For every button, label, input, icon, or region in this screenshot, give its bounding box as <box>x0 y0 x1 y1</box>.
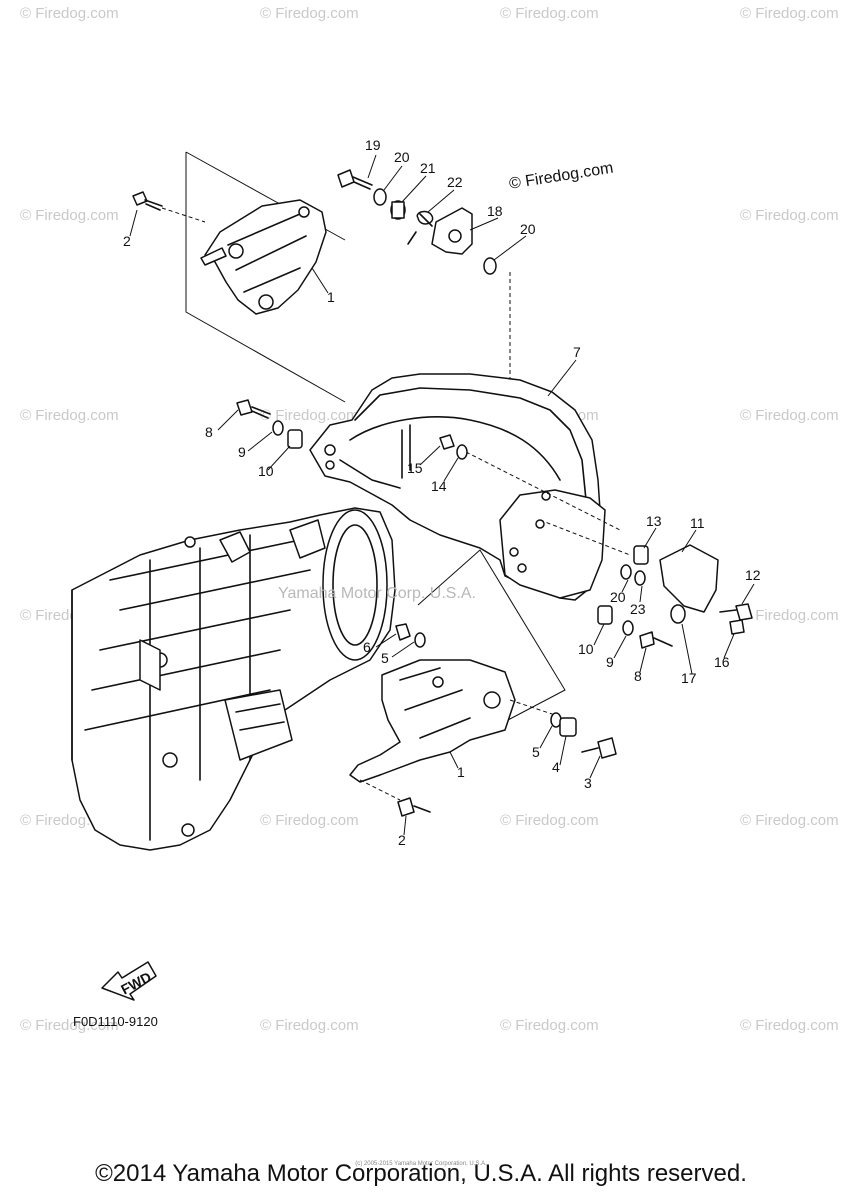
upper-mount-bracket <box>185 151 346 403</box>
lower-mount-bracket <box>349 549 566 801</box>
watermark: © Firedog.com <box>260 5 359 22</box>
watermark: © Firedog.com <box>500 1017 599 1034</box>
callout-12: 12 <box>745 567 761 583</box>
watermark: © Firedog.com <box>740 5 839 22</box>
watermark: © Firedog.com <box>20 207 119 224</box>
watermark: © Firedog.com <box>260 812 359 829</box>
watermark: © Firedog.com <box>740 207 839 224</box>
callout-20: 20 <box>610 589 626 605</box>
callout-5: 5 <box>532 744 540 760</box>
callout-4: 4 <box>552 759 560 775</box>
watermark: © Firedog.com <box>740 407 839 424</box>
watermark: © Firedog.com <box>20 5 119 22</box>
right-side-hardware <box>236 399 753 817</box>
callout-9: 9 <box>238 444 246 460</box>
top-fastener-stack <box>337 169 511 510</box>
callout-15: 15 <box>407 460 423 476</box>
callout-6: 6 <box>363 639 371 655</box>
callout-10: 10 <box>258 463 274 479</box>
callout-numbers: 1 1 2 2 3 4 5 5 6 7 8 8 9 9 10 10 11 12 … <box>123 137 761 848</box>
jet-pump-housing <box>71 507 396 851</box>
bolt-upper <box>132 191 206 223</box>
copyright-notice: ©2014 Yamaha Motor Corporation, U.S.A. A… <box>95 1160 747 1187</box>
watermark: © Firedog.com <box>260 1017 359 1034</box>
callout-10: 10 <box>578 641 594 657</box>
callout-20: 20 <box>394 149 410 165</box>
callout-16: 16 <box>714 654 730 670</box>
callout-5: 5 <box>381 650 389 666</box>
callout-23: 23 <box>630 601 646 617</box>
callout-7: 7 <box>573 344 581 360</box>
diagram-code: F0D1110-9120 <box>73 1014 158 1029</box>
callout-11: 11 <box>690 515 705 531</box>
watermark: © Firedog.com <box>500 812 599 829</box>
callout-8: 8 <box>634 668 642 684</box>
callout-8: 8 <box>205 424 213 440</box>
tiny-credit: (c) 2005-2015 Yamaha Motor Corporation, … <box>355 1161 487 1167</box>
steering-frame <box>309 373 631 601</box>
watermark: © Firedog.com <box>740 607 839 624</box>
watermark: © Firedog.com <box>740 812 839 829</box>
callout-14: 14 <box>431 478 447 494</box>
callout-3: 3 <box>584 775 592 791</box>
callout-20: 20 <box>520 221 536 237</box>
callout-2: 2 <box>398 832 406 848</box>
callout-1: 1 <box>327 289 335 305</box>
callout-9: 9 <box>606 654 614 670</box>
callout-22: 22 <box>447 174 463 190</box>
callout-1: 1 <box>457 764 465 780</box>
leader-lines <box>129 154 755 836</box>
watermark: © Firedog.com <box>740 1017 839 1034</box>
watermark: © Firedog.com <box>500 5 599 22</box>
center-watermark: Yamaha Motor Corp. U.S.A. <box>278 585 476 602</box>
callout-13: 13 <box>646 513 662 529</box>
callout-17: 17 <box>681 670 697 686</box>
watermark: © Firedog.com <box>20 1017 119 1034</box>
callout-2: 2 <box>123 233 131 249</box>
callout-18: 18 <box>487 203 503 219</box>
callout-21: 21 <box>420 160 436 176</box>
watermark: © Firedog.com <box>260 407 359 424</box>
fwd-arrow-icon: FWD <box>101 961 157 1001</box>
callout-19: 19 <box>365 137 381 153</box>
watermark: © Firedog.com <box>20 407 119 424</box>
